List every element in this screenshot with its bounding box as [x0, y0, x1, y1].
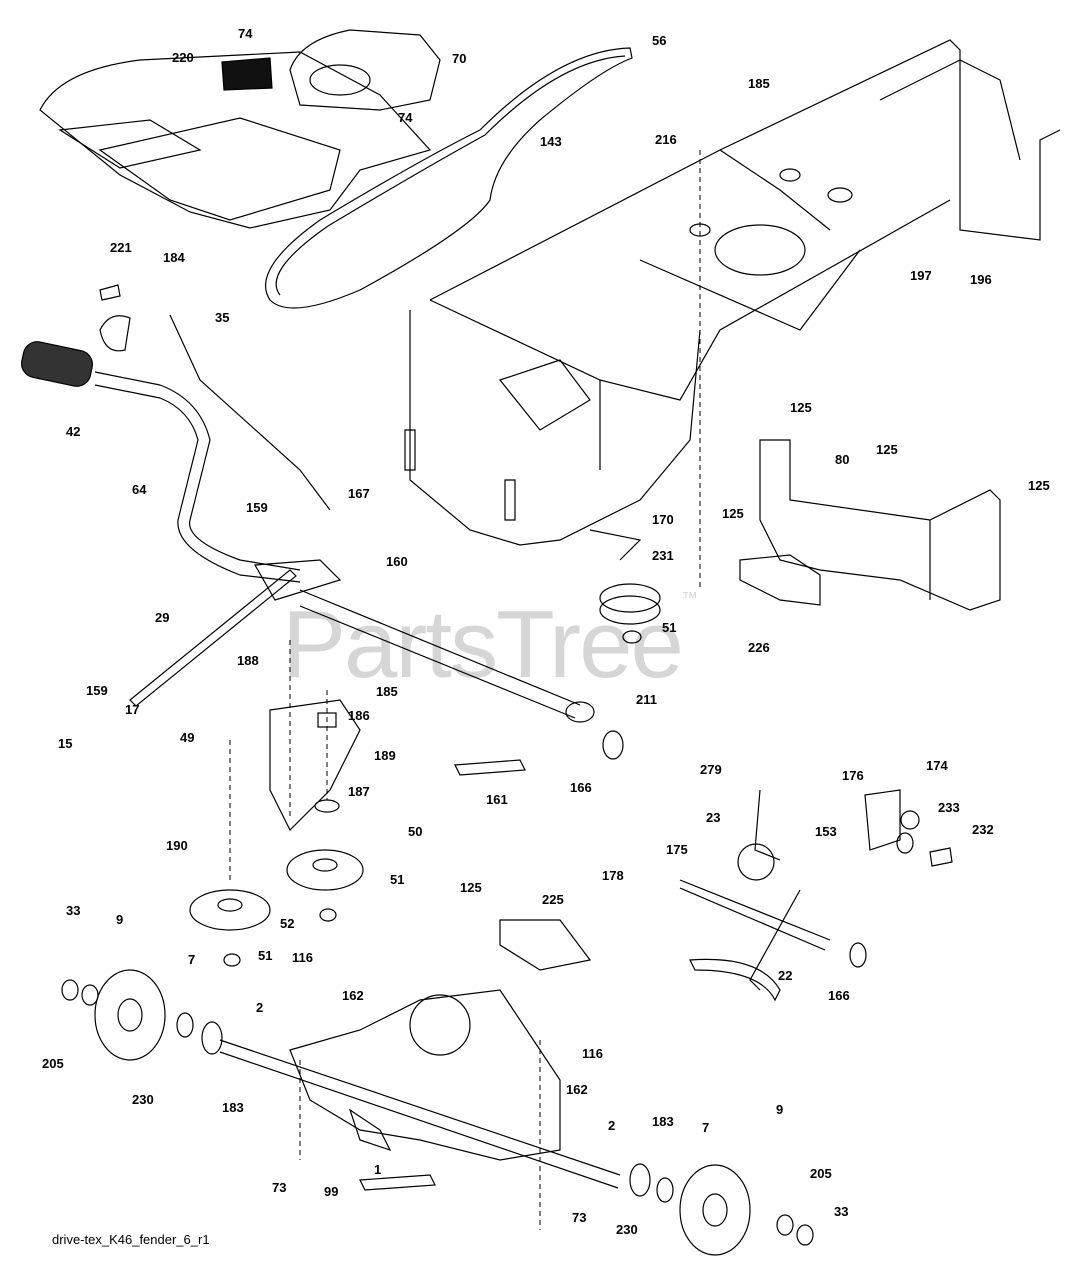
label-233: 233	[938, 800, 960, 815]
label-161: 161	[486, 792, 508, 807]
label-17: 17	[125, 702, 139, 717]
label-189: 189	[374, 748, 396, 763]
label-230: 230	[132, 1092, 154, 1107]
label-74: 74	[238, 26, 253, 41]
label-9: 9	[776, 1102, 783, 1117]
label-159: 159	[86, 683, 108, 698]
label-160: 160	[386, 554, 408, 569]
label-166: 166	[828, 988, 850, 1003]
left-wheel-hub	[61, 969, 223, 1061]
label-7: 7	[188, 952, 195, 967]
label-162: 162	[566, 1082, 588, 1097]
label-7: 7	[702, 1120, 709, 1135]
label-211: 211	[636, 692, 657, 707]
label-176: 176	[842, 768, 864, 783]
dashed-leaders	[229, 150, 701, 1230]
label-1: 1	[374, 1162, 381, 1177]
label-73: 73	[272, 1180, 286, 1195]
label-143: 143	[540, 134, 562, 149]
label-125: 125	[790, 400, 812, 415]
label-33: 33	[66, 903, 80, 918]
label-190: 190	[166, 838, 188, 853]
label-230: 230	[616, 1222, 638, 1237]
label-187: 187	[348, 784, 370, 799]
label-22: 22	[778, 968, 792, 983]
label-162: 162	[342, 988, 364, 1003]
label-99: 99	[324, 1184, 338, 1199]
label-125: 125	[722, 506, 744, 521]
label-64: 64	[132, 482, 147, 497]
transaxle	[219, 989, 621, 1191]
label-125: 125	[1028, 478, 1050, 493]
label-116: 116	[582, 1046, 603, 1061]
label-56: 56	[652, 33, 666, 48]
label-15: 15	[58, 736, 72, 751]
label-80: 80	[835, 452, 849, 467]
right-wheel-hub	[629, 1163, 814, 1256]
label-166: 166	[570, 780, 592, 795]
label-2: 2	[608, 1118, 615, 1133]
engine-pulley-231	[589, 529, 661, 644]
label-51: 51	[258, 948, 272, 963]
label-225: 225	[542, 892, 564, 907]
label-74: 74	[398, 110, 413, 125]
label-175: 175	[666, 842, 688, 857]
label-279: 279	[700, 762, 722, 777]
label-184: 184	[163, 250, 185, 265]
shift-lever-assembly	[21, 284, 342, 707]
label-23: 23	[706, 810, 720, 825]
idler-pulley-assembly	[189, 699, 526, 967]
label-2: 2	[256, 1000, 263, 1015]
label-153: 153	[815, 824, 837, 839]
label-188: 188	[237, 653, 259, 668]
frame-bracket-80	[739, 439, 1001, 611]
drive-belt	[265, 47, 633, 309]
label-205: 205	[42, 1056, 64, 1071]
label-185: 185	[376, 684, 398, 699]
label-125: 125	[876, 442, 898, 457]
label-35: 35	[215, 310, 229, 325]
label-42: 42	[66, 424, 80, 439]
label-9: 9	[116, 912, 123, 927]
label-49: 49	[180, 730, 194, 745]
label-205: 205	[810, 1166, 832, 1181]
label-231: 231	[652, 548, 674, 563]
label-116: 116	[292, 950, 313, 965]
label-70: 70	[452, 51, 466, 66]
label-51: 51	[390, 872, 404, 887]
label-216: 216	[655, 132, 677, 147]
main-frame	[404, 39, 1061, 546]
label-170: 170	[652, 512, 674, 527]
label-185: 185	[748, 76, 770, 91]
label-183: 183	[222, 1100, 244, 1115]
label-220: 220	[172, 50, 194, 65]
label-159: 159	[246, 500, 268, 515]
brake-linkage	[499, 789, 953, 1002]
label-125: 125	[460, 880, 482, 895]
label-232: 232	[972, 822, 994, 837]
part-labels: 74 220 70 74 56 185 143 216 221 184 35 4…	[42, 26, 1050, 1237]
label-178: 178	[602, 868, 624, 883]
label-50: 50	[408, 824, 422, 839]
label-221: 221	[110, 240, 132, 255]
label-174: 174	[926, 758, 948, 773]
label-33: 33	[834, 1204, 848, 1219]
label-52: 52	[280, 916, 294, 931]
label-29: 29	[155, 610, 169, 625]
label-73: 73	[572, 1210, 586, 1225]
label-183: 183	[652, 1114, 674, 1129]
brake-rod-211	[299, 589, 624, 760]
fender-assembly	[39, 29, 441, 229]
label-186: 186	[348, 708, 370, 723]
diagram-caption: drive-tex_K46_fender_6_r1	[52, 1232, 210, 1247]
label-226: 226	[748, 640, 770, 655]
label-167: 167	[348, 486, 370, 501]
label-51: 51	[662, 620, 676, 635]
label-197: 197	[910, 268, 932, 283]
label-196: 196	[970, 272, 992, 287]
